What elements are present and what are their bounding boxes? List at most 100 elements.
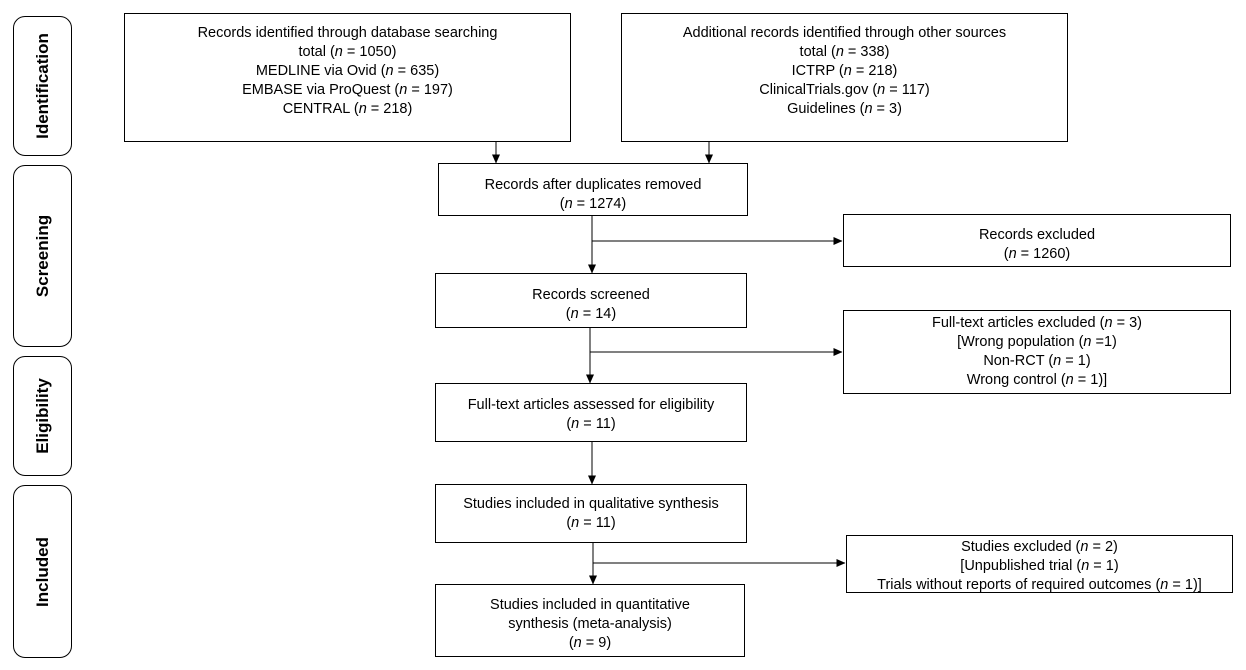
n-symbol: n bbox=[564, 196, 573, 212]
box-fulltext-excluded: Full-text articles excluded (n = 3)[Wron… bbox=[843, 310, 1231, 394]
line-text: Studies excluded ( bbox=[961, 539, 1081, 555]
box-records-screened: Records screened (n = 14) bbox=[435, 273, 747, 328]
line-text: =1) bbox=[1091, 334, 1117, 350]
line-text: ( bbox=[1003, 246, 1009, 262]
line-text: = 218) bbox=[366, 101, 413, 117]
line-text: synthesis (meta-analysis) bbox=[508, 616, 672, 632]
box-line: MEDLINE via Ovid (n = 635) bbox=[125, 62, 570, 81]
box-line: Full-text articles excluded (n = 3) bbox=[844, 314, 1230, 333]
n-symbol: n bbox=[864, 101, 873, 117]
n-symbol: n bbox=[1008, 246, 1017, 262]
box-line: EMBASE via ProQuest (n = 197) bbox=[125, 81, 570, 100]
box-line: total (n = 338) bbox=[622, 43, 1067, 62]
n-symbol: n bbox=[1053, 353, 1062, 369]
line-text: = 11) bbox=[579, 515, 616, 531]
line-text: total ( bbox=[799, 44, 836, 60]
box-line: total (n = 1050) bbox=[125, 43, 570, 62]
n-symbol: n bbox=[1065, 372, 1074, 388]
line-text: Studies included in quantitative bbox=[490, 597, 690, 613]
box-fulltext-assessed: Full-text articles assessed for eligibil… bbox=[435, 383, 747, 442]
line-text: = 1050) bbox=[342, 44, 397, 60]
stage-identification: Identification bbox=[13, 16, 72, 156]
box-database-records: Records identified through database sear… bbox=[124, 13, 571, 142]
line-text: ( bbox=[566, 515, 572, 531]
box-quantitative-synthesis: Studies included in quantitative synthesi… bbox=[435, 584, 745, 657]
box-line: Records after duplicates removed bbox=[439, 176, 747, 195]
n-symbol: n bbox=[571, 515, 580, 531]
line-text: = 218) bbox=[851, 63, 898, 79]
line-text: = 197) bbox=[407, 82, 453, 98]
line-text: = 11) bbox=[579, 416, 616, 432]
line-text: Records screened bbox=[532, 287, 650, 303]
n-symbol: n bbox=[1160, 577, 1169, 593]
stage-label-included: Included bbox=[32, 536, 52, 607]
box-line: [Unpublished trial (n = 1) bbox=[847, 557, 1232, 576]
line-text: EMBASE via ProQuest ( bbox=[242, 82, 400, 98]
box-line: Non-RCT (n = 1) bbox=[844, 352, 1230, 371]
stage-label-eligibility: Eligibility bbox=[32, 378, 52, 454]
n-symbol: n bbox=[334, 44, 343, 60]
line-text: Full-text articles excluded ( bbox=[932, 315, 1105, 331]
line-text: = 1274) bbox=[572, 196, 627, 212]
stage-label-identification: Identification bbox=[32, 33, 52, 139]
stage-eligibility: Eligibility bbox=[13, 356, 72, 476]
n-symbol: n bbox=[1080, 539, 1089, 555]
line-text: ClinicalTrials.gov ( bbox=[759, 82, 878, 98]
box-line: Wrong control (n = 1)] bbox=[844, 371, 1230, 390]
line-text: = 1260) bbox=[1016, 246, 1071, 262]
box-line: Records screened bbox=[436, 286, 746, 305]
line-text: = 1)] bbox=[1073, 372, 1108, 388]
line-text: [Wrong population ( bbox=[957, 334, 1084, 350]
box-line: [Wrong population (n =1) bbox=[844, 333, 1230, 352]
box-line: Studies included in quantitative bbox=[436, 596, 744, 615]
box-line: Additional records identified through ot… bbox=[622, 24, 1067, 43]
line-text: ( bbox=[566, 416, 572, 432]
line-text: = 2) bbox=[1088, 539, 1118, 555]
box-line: synthesis (meta-analysis) bbox=[436, 615, 744, 634]
box-line: (n = 9) bbox=[436, 634, 744, 653]
line-text: CENTRAL ( bbox=[282, 101, 359, 117]
n-symbol: n bbox=[399, 82, 408, 98]
box-line: CENTRAL (n = 218) bbox=[125, 100, 570, 119]
line-text: Full-text articles assessed for eligibil… bbox=[467, 397, 715, 413]
n-symbol: n bbox=[570, 306, 579, 322]
n-symbol: n bbox=[835, 44, 844, 60]
box-line: ICTRP (n = 218) bbox=[622, 62, 1067, 81]
stage-label-screening: Screening bbox=[32, 214, 52, 298]
line-text: = 1) bbox=[1089, 558, 1119, 574]
n-symbol: n bbox=[843, 63, 852, 79]
box-studies-excluded: Studies excluded (n = 2)[Unpublished tri… bbox=[846, 535, 1233, 593]
line-text: = 3) bbox=[872, 101, 902, 117]
box-line: (n = 1274) bbox=[439, 195, 747, 214]
line-text: = 3) bbox=[1112, 315, 1142, 331]
n-symbol: n bbox=[573, 635, 582, 651]
box-line: Studies included in qualitative synthesi… bbox=[436, 495, 746, 514]
line-text: Additional records identified through ot… bbox=[682, 25, 1007, 41]
box-line: Full-text articles assessed for eligibil… bbox=[436, 396, 746, 415]
line-text: total ( bbox=[298, 44, 335, 60]
line-text: Trials without reports of required outco… bbox=[877, 577, 1161, 593]
box-line: ClinicalTrials.gov (n = 117) bbox=[622, 81, 1067, 100]
box-other-source-records: Additional records identified through ot… bbox=[621, 13, 1068, 142]
n-symbol: n bbox=[1104, 315, 1113, 331]
box-duplicates-removed: Records after duplicates removed(n = 127… bbox=[438, 163, 748, 216]
n-symbol: n bbox=[358, 101, 367, 117]
n-symbol: n bbox=[877, 82, 886, 98]
line-text: = 117) bbox=[885, 82, 930, 98]
line-text: = 1)] bbox=[1168, 577, 1202, 593]
box-qualitative-synthesis: Studies included in qualitative synthesi… bbox=[435, 484, 747, 543]
line-text: MEDLINE via Ovid ( bbox=[255, 63, 386, 79]
stage-screening: Screening bbox=[13, 165, 72, 347]
line-text: = 1) bbox=[1061, 353, 1091, 369]
box-line: (n = 11) bbox=[436, 415, 746, 434]
line-text: Records identified through database sear… bbox=[197, 25, 498, 41]
line-text: Guidelines ( bbox=[787, 101, 865, 117]
box-line: (n = 14) bbox=[436, 305, 746, 324]
line-text: ICTRP ( bbox=[791, 63, 844, 79]
n-symbol: n bbox=[1083, 334, 1092, 350]
line-text: = 9) bbox=[581, 635, 612, 651]
line-text: Records excluded bbox=[978, 227, 1096, 243]
line-text: [Unpublished trial ( bbox=[960, 558, 1082, 574]
n-symbol: n bbox=[1081, 558, 1090, 574]
line-text: ( bbox=[565, 306, 571, 322]
